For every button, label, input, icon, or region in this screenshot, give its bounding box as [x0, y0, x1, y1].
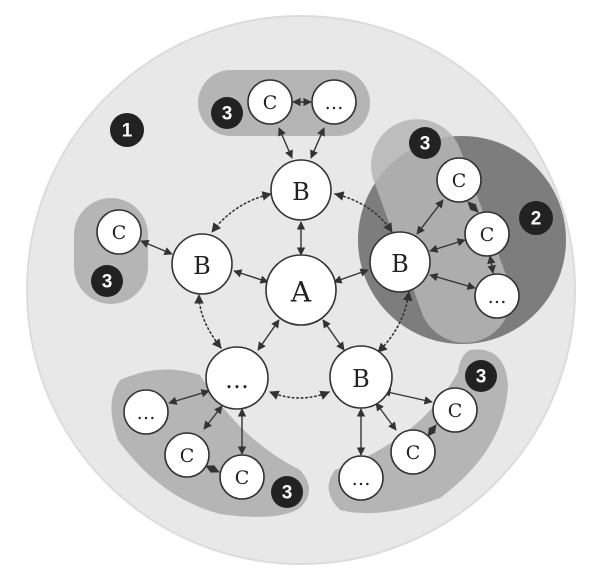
- node-c-bl-2-label: C: [180, 445, 195, 467]
- link-cright2-cright3: [487, 255, 496, 274]
- zone-3-badge-left: 3: [91, 265, 123, 297]
- dotted-link-bbl-bleft: [194, 294, 222, 349]
- link-bright-cright2: [429, 238, 466, 253]
- node-b-bottom-right-label: B: [352, 365, 370, 393]
- link-bright-cright1: [416, 199, 444, 235]
- node-b-right-label: B: [391, 250, 409, 278]
- zone-3-badge-bottom-right-label: 3: [476, 367, 487, 388]
- node-c-top-1-label: C: [263, 92, 278, 114]
- node-b-top: B: [270, 159, 332, 221]
- link-bright-cright3: [429, 273, 476, 290]
- node-c-br-1: C: [432, 387, 478, 433]
- zone-3-badge-right: 3: [409, 127, 441, 159]
- link-btop-ctop1: [278, 127, 293, 159]
- zone-3-badge-top-label: 3: [222, 104, 233, 125]
- node-c-bl-3-label: C: [235, 467, 250, 489]
- zone-3-badge-right-label: 3: [420, 134, 431, 155]
- node-b-bottom-left-label: …: [225, 366, 249, 394]
- link-cbr1-cbr2: [427, 424, 437, 437]
- node-c-right-2-label: C: [480, 224, 495, 246]
- zone-3-badge-bottom-left: 3: [271, 476, 303, 508]
- node-c-left: C: [96, 209, 142, 255]
- dotted-link-bright-bbr: [377, 291, 413, 353]
- solid-links: [140, 97, 496, 473]
- node-b-bottom-left: …: [205, 346, 269, 410]
- zone-2-badge: 2: [519, 201, 553, 235]
- node-c-top-2-label: …: [325, 92, 344, 114]
- link-bbr-cbr2: [375, 402, 397, 431]
- node-c-br-3-label: …: [352, 468, 371, 490]
- zone-3-badge-top: 3: [211, 97, 243, 129]
- link-bbl-cbl1: [168, 389, 210, 405]
- node-c-bl-2: C: [164, 432, 210, 478]
- node-c-right-3: …: [474, 273, 520, 319]
- link-bbl-cbl2: [203, 405, 223, 430]
- node-c-bl-1: …: [123, 389, 169, 435]
- link-btop-ctop2: [310, 127, 325, 159]
- zone-3-badge-bottom-left-label: 3: [282, 483, 293, 504]
- node-c-bl-1-label: …: [137, 402, 156, 424]
- link-a-bbr: [322, 319, 345, 351]
- dotted-link-btop-bleft: [211, 191, 272, 233]
- node-c-br-3: …: [338, 455, 384, 501]
- link-a-bleft: [233, 269, 269, 284]
- node-b-bottom-right: B: [329, 345, 393, 409]
- dotted-link-btop-bright: [334, 191, 393, 233]
- dotted-link-bbr-bbl: [269, 390, 330, 400]
- node-c-br-2: C: [390, 429, 436, 475]
- node-b-left-label: B: [193, 252, 211, 280]
- node-c-top-2: …: [311, 79, 357, 125]
- node-c-right-1-label: C: [452, 170, 467, 192]
- link-cright1-cright2: [467, 201, 479, 213]
- zone-2-badge-label: 2: [531, 209, 542, 230]
- node-b-left: B: [171, 233, 233, 295]
- node-a: A: [265, 254, 337, 326]
- link-a-bbl: [257, 319, 280, 351]
- node-c-left-label: C: [112, 222, 127, 244]
- zone-1-badge: 1: [110, 113, 144, 147]
- link-a-bright: [333, 268, 369, 284]
- zone-3-badge-left-label: 3: [102, 272, 113, 293]
- link-bleft-cleft: [140, 240, 173, 255]
- node-c-right-3-label: …: [488, 286, 507, 308]
- node-c-right-1: C: [436, 157, 482, 203]
- link-bbr-cbr1: [382, 388, 433, 405]
- node-c-br-1-label: C: [448, 400, 463, 422]
- zone-1-badge-label: 1: [122, 121, 133, 142]
- zone-3-badge-bottom-right: 3: [465, 360, 497, 392]
- node-c-right-2: C: [464, 211, 510, 257]
- node-a-label: A: [290, 276, 312, 309]
- node-b-top-label: B: [292, 178, 310, 206]
- node-c-br-2-label: C: [406, 442, 421, 464]
- dotted-ring-links: [194, 191, 413, 400]
- node-c-top-1: C: [247, 79, 293, 125]
- link-cbl2-cbl3: [205, 465, 220, 473]
- node-c-bl-3: C: [219, 454, 265, 500]
- node-b-right: B: [369, 231, 431, 293]
